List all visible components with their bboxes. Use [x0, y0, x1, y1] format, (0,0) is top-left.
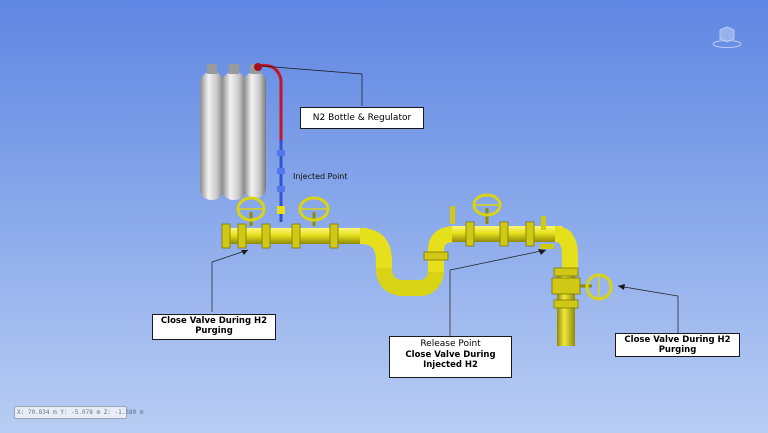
gas-cylinder-icon [200, 64, 224, 200]
callout-right-valve-line2: Purging [658, 345, 697, 356]
vent-nozzles [450, 206, 554, 249]
coordinates-readout: X: 70.834 m Y: -5.078 m Z: -1.380 m [14, 406, 143, 419]
arrowheads [241, 249, 625, 290]
callout-right-valve-line1: Close Valve During H2 [624, 335, 731, 345]
callout-release-point-title: Release Point [420, 339, 481, 349]
valve-right-1 [472, 193, 502, 224]
gas-cylinder-icon [222, 64, 246, 200]
callout-left-valve-line2: Purging [195, 326, 233, 337]
injected-point-label: Injected Point [293, 172, 348, 181]
callout-release-point: Release Point Close Valve During Injecte… [389, 336, 512, 378]
callout-n2-bottle-label: N2 Bottle & Regulator [312, 113, 412, 123]
callout-n2-bottle: N2 Bottle & Regulator [300, 107, 424, 129]
callout-release-point-line2: Injected H2 [423, 359, 478, 370]
valve-left-2 [298, 196, 330, 226]
callout-release-point-line1: Close Valve During [405, 349, 496, 360]
callout-right-valve: Close Valve During H2 Purging [615, 333, 740, 357]
n2-hose [254, 63, 285, 222]
n2-cylinders [200, 64, 266, 200]
flanges [221, 221, 579, 309]
gas-cylinder-icon [244, 64, 266, 198]
callout-left-valve-line1: Close Valve During H2 [160, 316, 268, 326]
valve-vertical [551, 273, 613, 301]
nav-cube-icon[interactable] [712, 24, 742, 48]
callout-left-valve: Close Valve During H2 Purging [152, 314, 276, 340]
leader-lines [211, 65, 679, 336]
valve-left-1 [236, 196, 266, 226]
